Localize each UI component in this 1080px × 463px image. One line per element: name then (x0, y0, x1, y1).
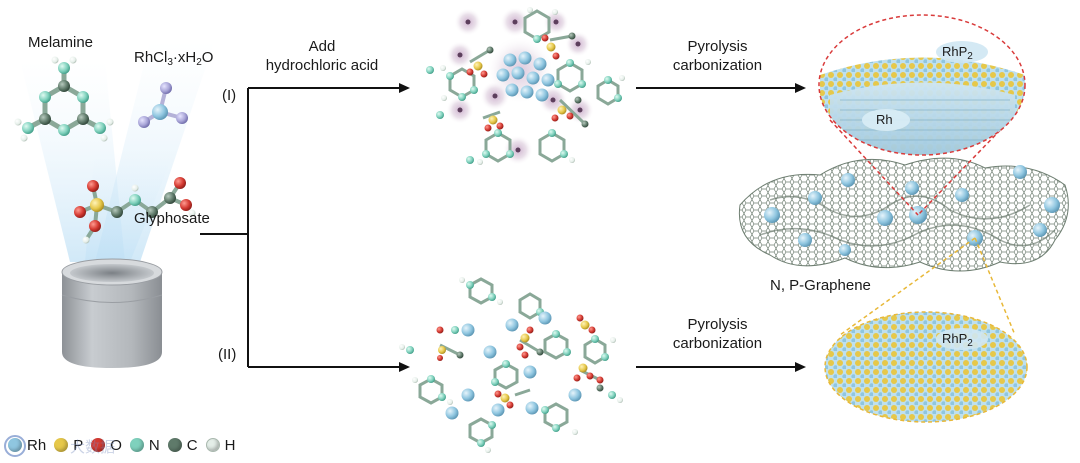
graphene-sheet (739, 158, 1068, 271)
legend-item-h: H (206, 437, 236, 454)
zoom-rhp2-rh-core (815, 15, 1030, 160)
h-atom-icon (206, 438, 220, 452)
arrowhead-icon (795, 362, 806, 372)
arrowhead-icon (399, 83, 410, 93)
label-rhp2-top: RhP2 (942, 43, 973, 66)
legend-item-p: P (54, 437, 83, 454)
element-legend: Rh P O N C H (8, 434, 243, 456)
label-glyphosate: Glyphosate (134, 210, 210, 228)
label-rh-core: Rh (876, 111, 893, 129)
legend-item-c: C (168, 437, 198, 454)
label-rhcl3: RhCl3·xH2O (134, 49, 213, 72)
label-route-1: (I) (222, 87, 236, 105)
legend-item-o: O (91, 437, 122, 454)
label-carbonization-top: carbonization (660, 57, 775, 75)
legend-label: H (225, 437, 236, 454)
legend-label: C (187, 437, 198, 454)
label-carbonization-bottom: carbonization (660, 335, 775, 353)
label-add: Add (262, 38, 382, 56)
precursor-group (15, 40, 216, 368)
legend-label: P (73, 437, 83, 454)
legend-item-rh: Rh (8, 437, 46, 454)
label-n-p-graphene: N, P-Graphene (770, 277, 871, 295)
acid-complex-cluster (426, 7, 625, 165)
label-pyrolysis-bottom: Pyrolysis (660, 316, 775, 334)
label-pyrolysis-top: Pyrolysis (660, 38, 775, 56)
o-atom-icon (91, 438, 105, 452)
n-atom-icon (130, 438, 144, 452)
arrowhead-icon (795, 83, 806, 93)
legend-label: O (110, 437, 122, 454)
p-atom-icon (54, 438, 68, 452)
crucible-icon (62, 259, 162, 368)
label-hydrochloric-acid: hydrochloric acid (252, 57, 392, 75)
rh-atom-icon (8, 438, 22, 452)
label-route-2: (II) (218, 346, 236, 364)
label-rhp2-bottom: RhP2 (942, 330, 973, 353)
arrowhead-icon (399, 362, 410, 372)
mixture-cluster (399, 277, 623, 453)
zoom-rhp2-surface (822, 310, 1032, 425)
legend-label: Rh (27, 437, 46, 454)
legend-item-n: N (130, 437, 160, 454)
legend-label: N (149, 437, 160, 454)
label-melamine: Melamine (28, 34, 93, 52)
c-atom-icon (168, 438, 182, 452)
